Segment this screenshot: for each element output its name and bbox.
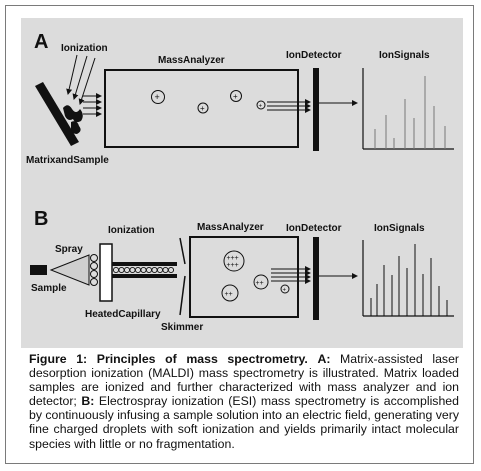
panel-a-spectrum [362, 68, 454, 150]
heated-capillary [112, 262, 177, 278]
ion-symbol: + [259, 104, 263, 110]
caption-title: Figure 1: Principles of mass spectrometr… [29, 352, 308, 366]
panel-b-mass-analyzer-label: MassAnalyzer [197, 222, 264, 233]
spray-cone [49, 254, 90, 286]
ion-symbol: + [200, 104, 205, 113]
skimmer-label: Skimmer [161, 322, 203, 333]
sample-label: Sample [31, 283, 67, 294]
panel-a-ionization-label: Ionization [61, 43, 108, 54]
panel-b-ion-detector-label: IonDetector [286, 223, 342, 234]
matrix-sample-plate [35, 82, 83, 146]
ion-cluster-symbol: +++ [227, 262, 239, 269]
ionization-plate [99, 243, 113, 302]
panel-b-ion-detector [313, 237, 319, 320]
panel-a-mass-analyzer [104, 69, 299, 148]
ion-pair-symbol: ++ [225, 291, 233, 298]
spray-droplets [90, 254, 98, 286]
heated-capillary-label: HeatedCapillary [85, 309, 161, 320]
ion-cluster-symbol: +++ [227, 255, 239, 262]
ion-pair-symbol: ++ [256, 280, 264, 287]
panel-a-letter: A [34, 31, 48, 53]
diagram-panel: A Ionization MassAnalyzer IonDetector Io… [21, 18, 463, 348]
caption-text-b: Electrospray ionization (ESI) mass spect… [29, 394, 459, 451]
panel-b-spectrum [362, 240, 454, 317]
panel-b-ion-flow [271, 266, 311, 284]
panel-a-ion-detector-label: IonDetector [286, 50, 342, 61]
ion-symbol: + [283, 288, 287, 294]
panel-a-ion-signals-label: IonSignals [379, 50, 430, 61]
skimmer [179, 237, 186, 316]
mass-spec-diagram: A Ionization MassAnalyzer IonDetector Io… [26, 31, 454, 333]
panel-a-ion-flow [267, 99, 311, 113]
matrix-and-sample-label: MatrixandSample [26, 155, 109, 166]
panel-a-ion-detector [313, 68, 319, 151]
panel-b-ion-signals-label: IonSignals [374, 223, 425, 234]
caption-label-b: B: [76, 394, 95, 409]
caption-text-a: Matrix-assisted laser desorption ionizat… [29, 352, 459, 409]
panel-b-letter: B [34, 208, 48, 230]
ion-symbol: + [155, 92, 160, 102]
caption-label-a: A: [317, 352, 331, 366]
figure-caption: Figure 1: Principles of mass spectrometr… [29, 352, 459, 451]
panel-b-ionization-label: Ionization [108, 225, 155, 236]
panel-a-ion-beam [83, 93, 102, 117]
ion-symbol: + [233, 92, 238, 101]
sample-source [30, 265, 47, 275]
panel-a-ions: + + + + [151, 90, 266, 114]
panel-b-ions: +++ +++ ++ ++ + [221, 250, 290, 302]
panel-a-mass-analyzer-label: MassAnalyzer [158, 55, 225, 66]
laser-beams [66, 54, 96, 105]
spray-label: Spray [55, 244, 83, 255]
